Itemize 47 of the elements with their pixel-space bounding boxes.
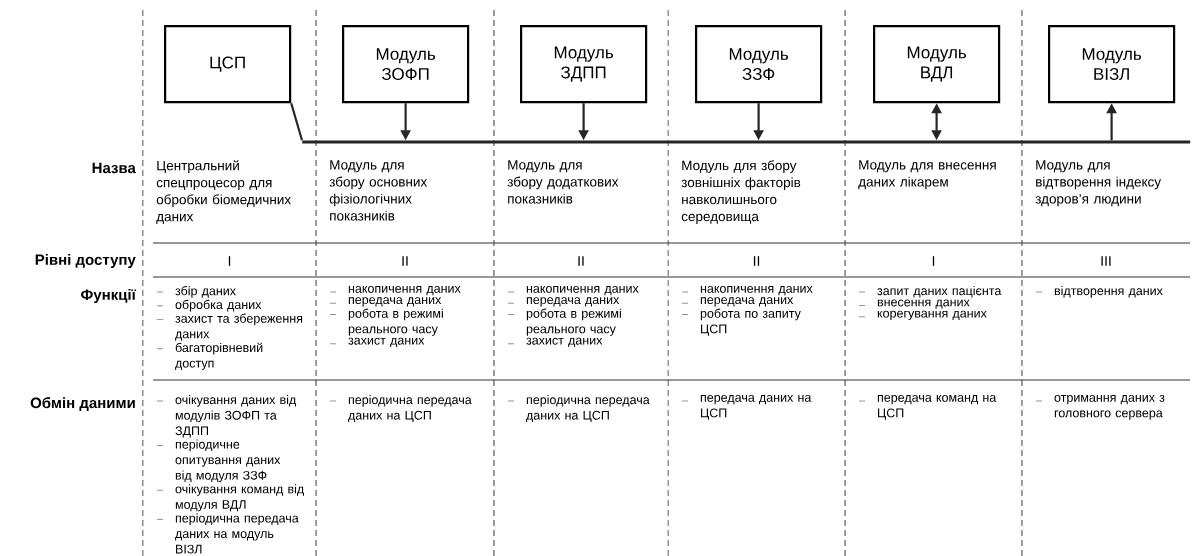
module-box: Модуль ЗОФП: [342, 25, 470, 104]
row-header: Рівні доступу: [35, 254, 136, 268]
list-item: передача даних: [681, 297, 794, 307]
list-item: періодична передача даних на ЦСП: [507, 395, 650, 423]
module-box: Модуль ЗЗФ: [695, 25, 823, 104]
module-description: Модуль для збору додаткових показників: [507, 160, 619, 204]
list-item: корегування даних: [858, 310, 987, 321]
list-item: багаторівневий доступ: [156, 342, 263, 371]
list-item: накопичення даних: [681, 286, 813, 296]
list-item: передача даних: [329, 297, 442, 307]
module-description: Модуль для збору зовнішніх факторів навколишнього середовища: [681, 160, 801, 224]
row-header: Обмін даними: [30, 397, 135, 411]
list-item: робота в режимі реального часу: [507, 308, 621, 336]
access-level: III: [1101, 256, 1111, 266]
list-item: передача даних на ЦСП: [681, 395, 812, 420]
module-box: Модуль ЗДПП: [520, 25, 648, 104]
module-description: Центральний спецпроцесор для обробки біомедичних даних: [156, 160, 291, 224]
list-item: робота по запиту ЦСП: [681, 308, 801, 336]
list-item: захист даних: [329, 337, 425, 347]
list-item: захист даних: [507, 337, 603, 347]
list-item: періодична передача даних на ЦСП: [329, 395, 472, 423]
module-box: Модуль ВІЗЛ: [1048, 25, 1176, 104]
module-box: ЦСП: [164, 25, 292, 104]
list-item: передача даних: [507, 297, 620, 307]
list-item: відтворення даних: [1035, 286, 1163, 298]
list-item: внесення даних: [858, 299, 970, 309]
access-level: I: [932, 256, 935, 266]
row-header: Назва: [92, 162, 136, 174]
list-item: накопичення даних: [329, 286, 461, 296]
list-item: накопичення даних: [507, 286, 639, 296]
list-item: робота в режимі реального часу: [329, 308, 443, 336]
access-level: II: [402, 256, 408, 266]
list-item: обробка даних: [156, 299, 262, 312]
access-level: I: [228, 256, 231, 266]
access-level: II: [578, 256, 584, 266]
list-item: передача команд на ЦСП: [858, 395, 997, 420]
list-item: запит даних пацієнта: [858, 286, 1002, 298]
module-description: Модуль для відтворення індексу здоров’я людини: [1035, 160, 1162, 207]
list-item: періодична передача даних на модуль ВІЗЛ: [156, 513, 299, 554]
list-item: отримання даних з головного сервера: [1035, 395, 1165, 420]
row-header: Функції: [81, 289, 137, 303]
list-item: захист та збереження даних: [156, 313, 303, 341]
access-level: II: [753, 256, 760, 266]
list-item: збір даних: [156, 286, 236, 298]
module-box: Модуль ВДЛ: [873, 25, 1001, 104]
module-description: Модуль для збору основних фізіологічних показників: [329, 160, 428, 221]
module-description: Модуль для внесення даних лікарем: [858, 160, 996, 190]
